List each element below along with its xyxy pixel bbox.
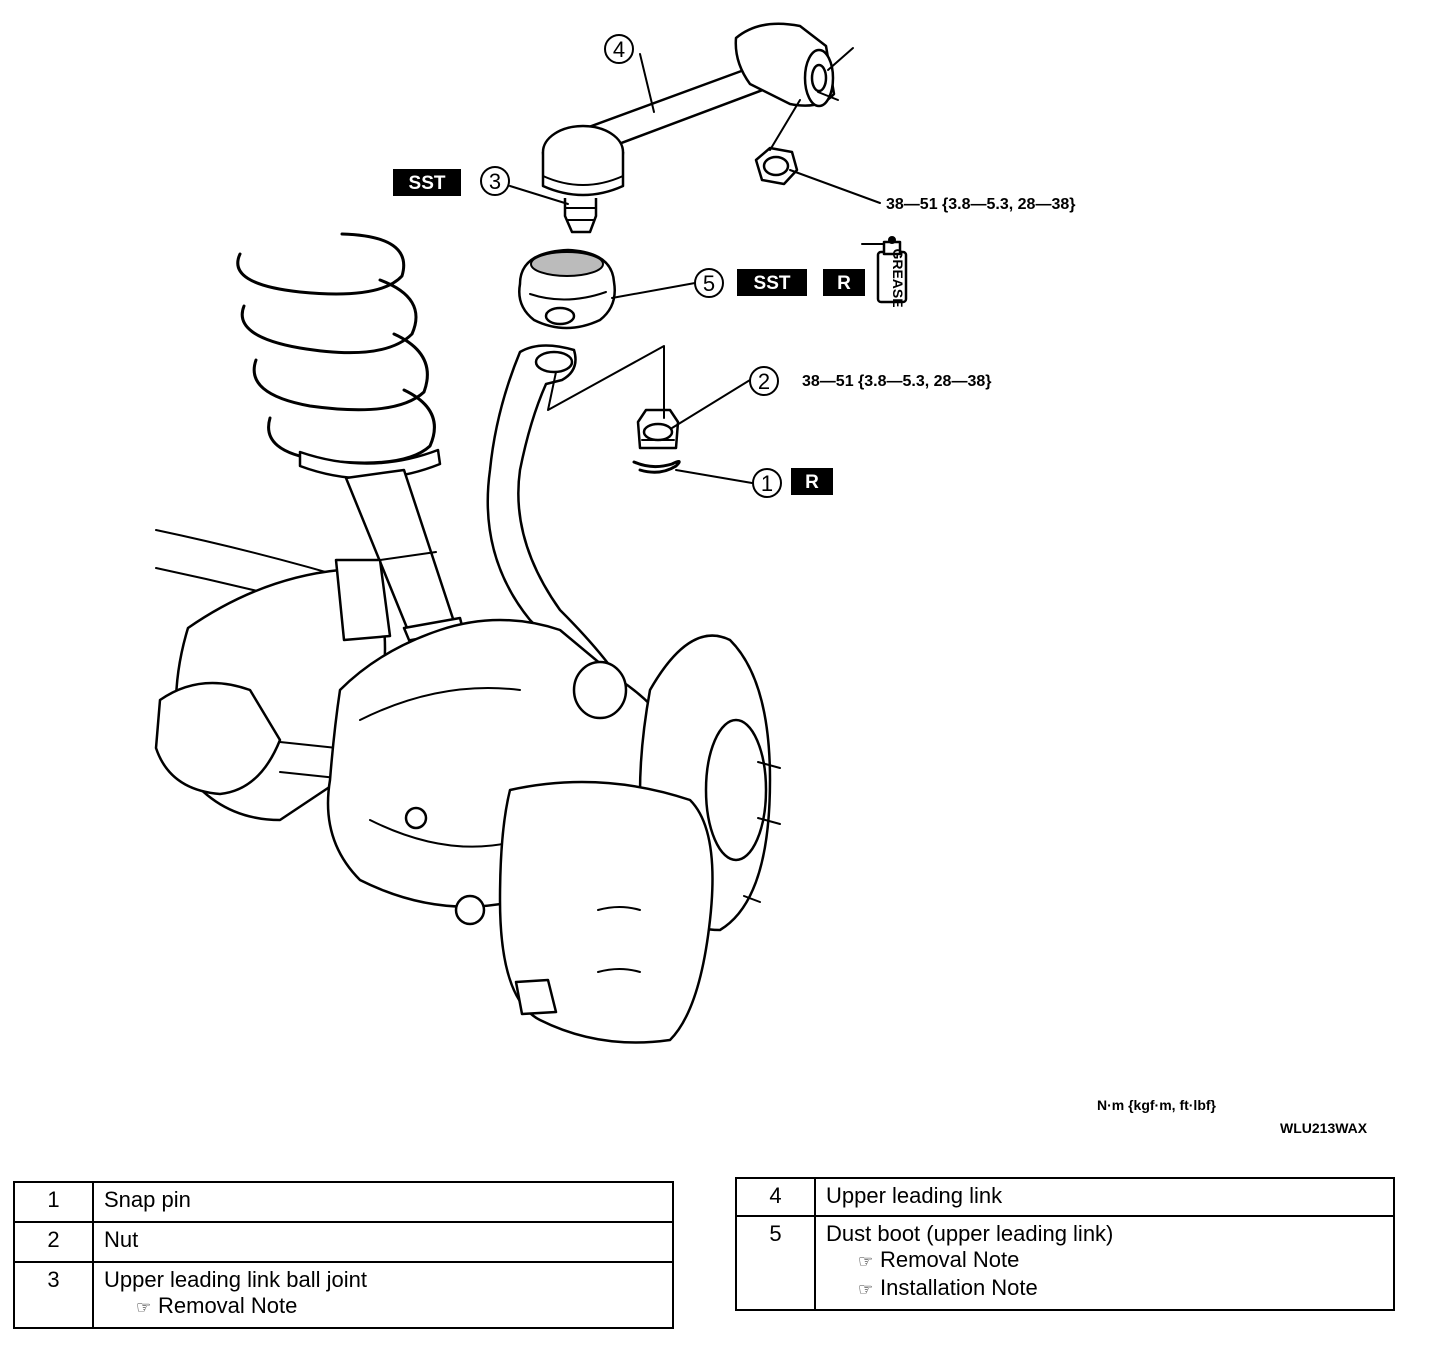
pointing-hand-icon: ☞ <box>858 1252 874 1271</box>
part-name: Upper leading link ball joint <box>104 1267 367 1292</box>
parts-table-right: 4 Upper leading link 5 Dust boot (upper … <box>735 1177 1395 1311</box>
svg-text:2: 2 <box>758 369 770 394</box>
part-number: 4 <box>735 1177 816 1217</box>
sst-tag: SST <box>409 173 446 194</box>
table-row: 1 Snap pin <box>13 1181 674 1223</box>
replace-tag: R <box>837 273 851 294</box>
grease-label: GREASE <box>890 248 906 307</box>
snap-pin-drawing <box>632 459 681 474</box>
pointing-hand-icon: ☞ <box>858 1280 874 1299</box>
part-name: Snap pin <box>92 1181 674 1223</box>
callout-2: 2 38—51 {3.8—5.3, 28—38} <box>749 366 991 396</box>
svg-text:4: 4 <box>613 37 625 62</box>
note-link[interactable]: ☞Installation Note <box>826 1275 1383 1303</box>
note-link[interactable]: ☞Removal Note <box>104 1293 662 1321</box>
pointing-hand-icon: ☞ <box>136 1298 152 1317</box>
part-number: 3 <box>13 1261 94 1329</box>
table-row: 5 Dust boot (upper leading link) ☞Remova… <box>735 1215 1395 1311</box>
torque-spec-link: 38—51 {3.8—5.3, 28—38} <box>886 196 1075 213</box>
dust-boot-drawing <box>518 248 616 330</box>
part-name: Nut <box>92 1221 674 1263</box>
table-row: 4 Upper leading link <box>735 1177 1395 1217</box>
part-number: 1 <box>13 1181 94 1223</box>
leader-lines <box>509 53 881 484</box>
replace-tag: R <box>805 472 819 493</box>
torque-spec-nut: 38—51 {3.8—5.3, 28—38} <box>802 373 991 390</box>
upper-leading-link-drawing <box>541 22 854 234</box>
part-name: Upper leading link <box>814 1177 1395 1217</box>
callout-4: 4 <box>604 34 634 64</box>
nut-drawing <box>636 408 680 450</box>
figure-code: WLU213WAX <box>1280 1120 1368 1136</box>
part-number: 5 <box>735 1215 816 1311</box>
callout-1: 1 R <box>752 468 833 498</box>
parts-table-left: 1 Snap pin 2 Nut 3 Upper leading link ba… <box>13 1181 674 1329</box>
table-row: 2 Nut <box>13 1221 674 1263</box>
svg-text:5: 5 <box>703 271 715 296</box>
table-row: 3 Upper leading link ball joint ☞Removal… <box>13 1261 674 1329</box>
svg-text:1: 1 <box>761 471 773 496</box>
link-nut-drawing <box>754 99 801 186</box>
grease-can-icon: GREASE <box>861 236 908 308</box>
knuckle-brake-drawing <box>154 529 781 1044</box>
units-label: N·m {kgf·m, ft·lbf} <box>1097 1097 1217 1113</box>
sst-tag: SST <box>754 273 791 294</box>
upper-arm-drawing <box>486 344 665 702</box>
part-number: 2 <box>13 1221 94 1263</box>
callout-5: 5 SST R <box>694 268 865 298</box>
part-name: Dust boot (upper leading link) <box>826 1221 1114 1246</box>
note-link[interactable]: ☞Removal Note <box>826 1247 1383 1275</box>
callout-3: SST 3 <box>393 166 510 196</box>
svg-text:3: 3 <box>489 169 501 194</box>
